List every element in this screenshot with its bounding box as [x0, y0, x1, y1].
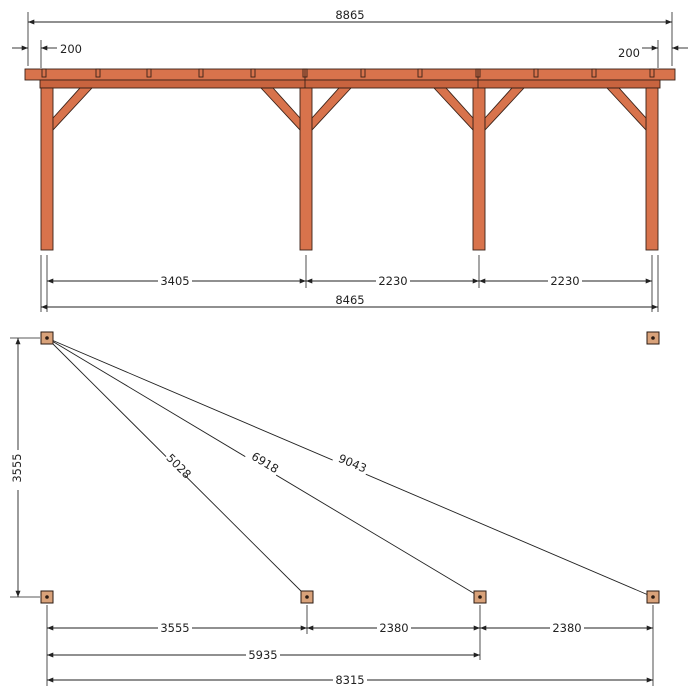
post-bases — [40, 331, 660, 604]
dimension-overhang-left: 200 — [12, 40, 82, 68]
dimension-overhang-right: 200 — [618, 40, 688, 68]
dimension-post-length: 8465 — [40, 255, 659, 312]
roof-beam — [24, 68, 676, 89]
dimension-plan-span-1-label: 3555 — [160, 621, 189, 635]
dimension-spans: 3405 2230 2230 — [46, 255, 653, 312]
dimension-overhang-right-label: 200 — [618, 46, 640, 60]
post-4 — [645, 87, 659, 251]
dimension-plan-span-3-label: 2380 — [552, 621, 581, 635]
dimension-span-3-label: 2230 — [550, 274, 579, 288]
diagonals: 5028 6918 9043 — [46, 337, 654, 598]
dimension-depth-label: 3555 — [10, 453, 24, 482]
dimension-overall-length-label: 8865 — [335, 8, 364, 22]
post-1 — [40, 87, 54, 251]
post-base-top-left — [40, 331, 54, 345]
dimension-total-length-label: 8315 — [335, 673, 364, 687]
elevation-view: 8865 200 200 — [12, 8, 688, 312]
dimension-partial-length-label: 5935 — [248, 648, 277, 662]
dimension-partial-length: 5935 — [47, 647, 480, 662]
plan-view: 3555 5028 6918 9043 — [10, 331, 660, 687]
dimension-plan-spans: 3555 2380 2380 — [47, 620, 653, 635]
dimension-depth: 3555 — [10, 337, 40, 598]
post-base-bottom-4 — [646, 590, 660, 604]
dimension-span-2-label: 2230 — [378, 274, 407, 288]
diagonal-2-label: 6918 — [249, 449, 281, 476]
dimension-plan-span-2-label: 2380 — [379, 621, 408, 635]
braces — [52, 87, 647, 132]
posts — [40, 87, 659, 251]
dimension-total-length: 8315 — [47, 672, 653, 687]
post-base-bottom-2 — [300, 590, 314, 604]
post-base-bottom-1 — [40, 590, 54, 604]
post-base-bottom-3 — [473, 590, 487, 604]
post-3 — [472, 87, 486, 251]
dimension-span-1-label: 3405 — [160, 274, 189, 288]
dimension-overall-length: 8865 — [27, 8, 673, 66]
dimension-overhang-left-label: 200 — [60, 42, 82, 56]
post-2 — [299, 87, 313, 251]
diagonal-3-label: 9043 — [336, 451, 368, 475]
dimension-post-length-label: 8465 — [335, 293, 364, 307]
post-base-top-right — [646, 331, 660, 345]
